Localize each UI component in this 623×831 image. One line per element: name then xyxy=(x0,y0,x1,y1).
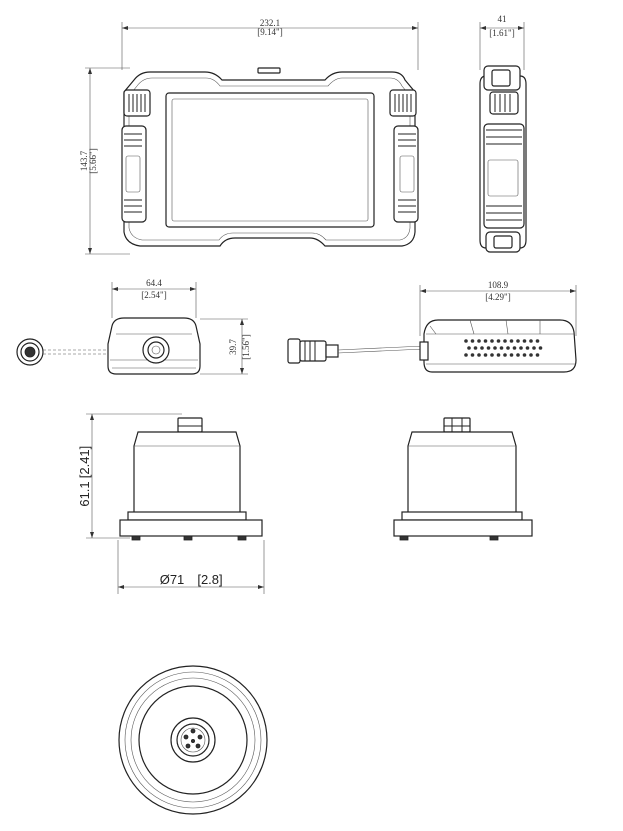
grille-hole xyxy=(522,339,527,343)
grille-hole xyxy=(493,346,497,350)
grille-hole xyxy=(477,353,481,357)
puck-diameter-inch-label: [2.8] xyxy=(197,572,222,587)
monitor-side-view: 41 [1.61"] xyxy=(479,14,527,253)
left-knob xyxy=(123,89,151,117)
speaker-width-label: 108.9 xyxy=(488,280,509,290)
grille-hole xyxy=(490,353,494,357)
grille-hole xyxy=(525,346,530,350)
grille-hole xyxy=(529,353,533,357)
grille-hole xyxy=(532,346,536,350)
grille-hole xyxy=(503,353,507,357)
sensor-height-label: 39.7 xyxy=(228,339,238,355)
puck-height-label: 61.1 xyxy=(77,481,92,506)
monitor-front-view: 232.1 [9.14"] 143.7 [5.66"] xyxy=(79,18,419,255)
grille-hole xyxy=(486,346,491,350)
grille-hole xyxy=(516,339,520,343)
grille-hole xyxy=(519,346,523,350)
sensor-height-inch-label: [1.56"] xyxy=(241,334,251,359)
grille-hole xyxy=(480,346,484,350)
grille-hole xyxy=(512,346,517,350)
grille-hole xyxy=(535,353,540,357)
sensor-side-view: 64.4 [2.54"] 39.7 [1.56"] xyxy=(16,278,251,375)
grille-hole xyxy=(509,353,514,357)
grille-hole xyxy=(483,353,488,357)
puck-height-inch-label: [2.41] xyxy=(77,446,92,479)
grille-hole xyxy=(499,346,504,350)
puck-side-view xyxy=(393,417,533,541)
grille-hole xyxy=(467,346,471,350)
grille-hole xyxy=(538,346,543,350)
grille-hole xyxy=(464,339,468,343)
grille-hole xyxy=(529,339,533,343)
grille-hole xyxy=(535,339,540,343)
right-grip xyxy=(393,125,419,223)
sensor-width-inch-label: [2.54"] xyxy=(141,290,166,300)
grille-hole xyxy=(464,353,468,357)
grille-hole xyxy=(522,353,527,357)
monitor-depth-inch-label: [1.61"] xyxy=(489,28,514,38)
grille-hole xyxy=(509,339,514,343)
sensor-width-label: 64.4 xyxy=(146,278,162,288)
puck-diameter-label: Ø71 xyxy=(160,572,185,587)
grille-hole xyxy=(470,339,475,343)
monitor-height-inch-label: [5.66"] xyxy=(88,148,98,173)
grille-hole xyxy=(490,339,494,343)
speaker-grille xyxy=(464,339,543,357)
grille-hole xyxy=(496,339,501,343)
monitor-height-label: 143.7 xyxy=(79,150,89,171)
puck-top-view xyxy=(118,665,268,815)
monitor-width-label: 232.1 xyxy=(260,18,280,28)
grille-hole xyxy=(503,339,507,343)
grille-hole xyxy=(477,339,481,343)
speaker-width-inch-label: [4.29"] xyxy=(485,292,510,302)
grille-hole xyxy=(506,346,510,350)
monitor-width-inch-label: [9.14"] xyxy=(257,27,282,37)
grille-hole xyxy=(473,346,478,350)
speaker-side-view: 108.9 [4.29"] xyxy=(287,280,577,373)
right-knob xyxy=(389,89,417,117)
left-grip xyxy=(121,125,147,223)
grille-hole xyxy=(470,353,475,357)
puck-front-view: 61.1 [2.41] Ø71 [2.8] xyxy=(77,413,265,594)
monitor-depth-label: 41 xyxy=(498,14,507,24)
grille-hole xyxy=(483,339,488,343)
grille-hole xyxy=(496,353,501,357)
grille-hole xyxy=(516,353,520,357)
